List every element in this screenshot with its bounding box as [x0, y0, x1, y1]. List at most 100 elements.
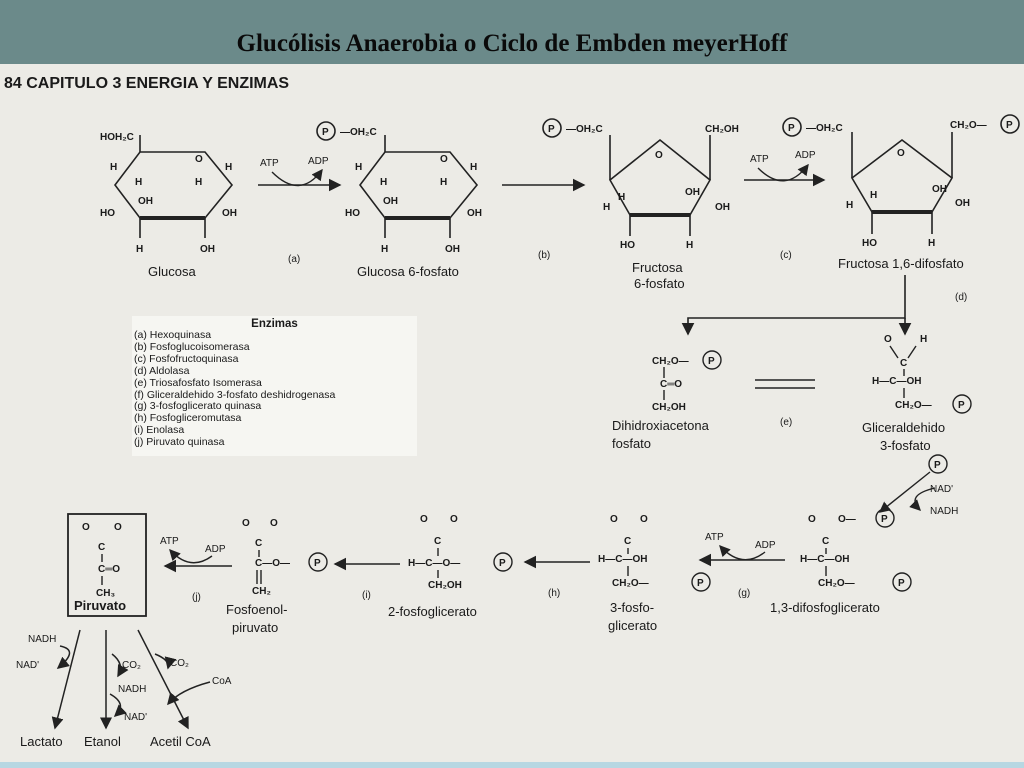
svg-text:HO: HO	[862, 238, 877, 249]
svg-text:CH₂: CH₂	[252, 586, 271, 597]
step-label-i: (i)	[362, 590, 371, 601]
svg-text:O: O	[897, 148, 905, 159]
co2-label-etanol: CO₂	[122, 660, 141, 671]
enzyme-item: (e) Triosafosfato Isomerasa	[134, 376, 262, 389]
svg-text:O: O	[884, 334, 892, 345]
svg-text:C: C	[624, 536, 631, 547]
svg-text:H: H	[618, 192, 625, 203]
svg-text:O: O	[195, 154, 203, 165]
svg-text:H: H	[470, 162, 477, 173]
adp-atp-curve-j	[169, 548, 213, 564]
step-label-j: (j)	[192, 592, 201, 603]
svg-text:H—C—OH: H—C—OH	[800, 554, 849, 565]
svg-text:P: P	[934, 460, 941, 471]
svg-text:C: C	[255, 538, 262, 549]
svg-text:P: P	[548, 124, 555, 135]
compound-pg2: 2-fosfoglicerato	[388, 604, 477, 619]
step-label-g: (g)	[738, 588, 750, 599]
enzyme-item: (b) Fosfoglucoisomerasa	[134, 340, 250, 353]
svg-text:O: O	[420, 514, 428, 525]
step-label-h: (h)	[548, 588, 560, 599]
svg-text:CH₂O—: CH₂O—	[818, 578, 855, 589]
svg-text:—OH₂C: —OH₂C	[340, 127, 377, 138]
adp-label-a: ADP	[308, 156, 329, 167]
svg-text:O: O	[655, 150, 663, 161]
step-label-d: (d)	[955, 292, 967, 303]
svg-text:H—C—O—: H—C—O—	[408, 558, 460, 569]
svg-text:P: P	[499, 558, 506, 569]
compound-glucosa: Glucosa	[148, 264, 196, 279]
svg-text:CH₂O—: CH₂O—	[612, 578, 649, 589]
co2-label-acetil: CO₂	[170, 658, 189, 669]
svg-text:OH: OH	[445, 244, 460, 255]
enzyme-item: (g) 3-fosfoglicerato quinasa	[134, 400, 262, 413]
compound-glucosa6p: Glucosa 6-fosfato	[357, 264, 459, 279]
svg-text:P: P	[697, 578, 704, 589]
glycolysis-diagram: 84 CAPITULO 3 ENERGIA Y ENZIMAS HOH₂C O H…	[4, 75, 1020, 749]
nad-label-f: NAD'	[930, 484, 953, 495]
dhap-structure: CH₂O—P C═O CH₂OH	[652, 356, 715, 413]
svg-text:H: H	[380, 177, 387, 188]
svg-text:OH: OH	[200, 244, 215, 255]
adp-label-c: ADP	[795, 150, 816, 161]
svg-text:OH: OH	[467, 208, 482, 219]
svg-text:OH: OH	[955, 198, 970, 209]
svg-text:CH₂OH: CH₂OH	[705, 124, 739, 135]
svg-text:O: O	[114, 522, 122, 533]
svg-text:H: H	[136, 244, 143, 255]
piruvato-box	[67, 513, 147, 617]
svg-text:C: C	[822, 536, 829, 547]
enzyme-item: (f) Gliceraldehido 3-fosfato deshidrogen…	[134, 388, 336, 401]
svg-text:H: H	[603, 202, 610, 213]
atp-label-a: ATP	[260, 158, 279, 169]
page-header: 84 CAPITULO 3 ENERGIA Y ENZIMAS	[4, 75, 289, 92]
enzyme-legend-header: Enzimas	[251, 318, 298, 330]
compound-dhap-2: fosfato	[612, 436, 651, 451]
svg-text:C: C	[434, 536, 441, 547]
svg-text:OH: OH	[932, 184, 947, 195]
svg-text:H: H	[870, 190, 877, 201]
svg-text:P: P	[788, 123, 795, 134]
svg-text:O: O	[808, 514, 816, 525]
enzyme-item: (d) Aldolasa	[134, 364, 190, 377]
atp-label-j: ATP	[160, 536, 179, 547]
svg-text:H: H	[135, 177, 142, 188]
step-label-e: (e)	[780, 417, 792, 428]
nadh-label-lactato: NADH	[28, 634, 56, 645]
svg-text:O: O	[242, 518, 250, 529]
svg-text:OH: OH	[222, 208, 237, 219]
svg-text:CH₂O—: CH₂O—	[950, 120, 987, 131]
svg-text:H: H	[440, 177, 447, 188]
svg-text:H—C—OH: H—C—OH	[872, 376, 921, 387]
compound-acetilcoa: Acetil CoA	[150, 734, 211, 749]
svg-text:O: O	[440, 154, 448, 165]
svg-text:OH: OH	[715, 202, 730, 213]
svg-text:O: O	[270, 518, 278, 529]
svg-text:P: P	[881, 514, 888, 525]
svg-text:HOH₂C: HOH₂C	[100, 132, 134, 143]
svg-text:P: P	[314, 558, 321, 569]
enzyme-item: (c) Fosfofructoquinasa	[134, 352, 239, 365]
svg-text:CH₃: CH₃	[96, 588, 115, 599]
fructosa16-structure	[782, 114, 1020, 234]
enzyme-item: (j) Piruvato quinasa	[134, 436, 225, 449]
bottom-strip	[0, 762, 1024, 768]
svg-text:—OH₂C: —OH₂C	[806, 123, 843, 134]
svg-text:HO: HO	[345, 208, 360, 219]
svg-text:P: P	[1006, 120, 1013, 131]
atp-label-c: ATP	[750, 154, 769, 165]
svg-text:H: H	[225, 162, 232, 173]
svg-text:OH: OH	[383, 196, 398, 207]
svg-text:P: P	[708, 356, 715, 367]
svg-text:C: C	[900, 358, 907, 369]
svg-text:C: C	[98, 542, 105, 553]
svg-text:O: O	[450, 514, 458, 525]
svg-text:H: H	[355, 162, 362, 173]
step-label-b: (b)	[538, 250, 550, 261]
